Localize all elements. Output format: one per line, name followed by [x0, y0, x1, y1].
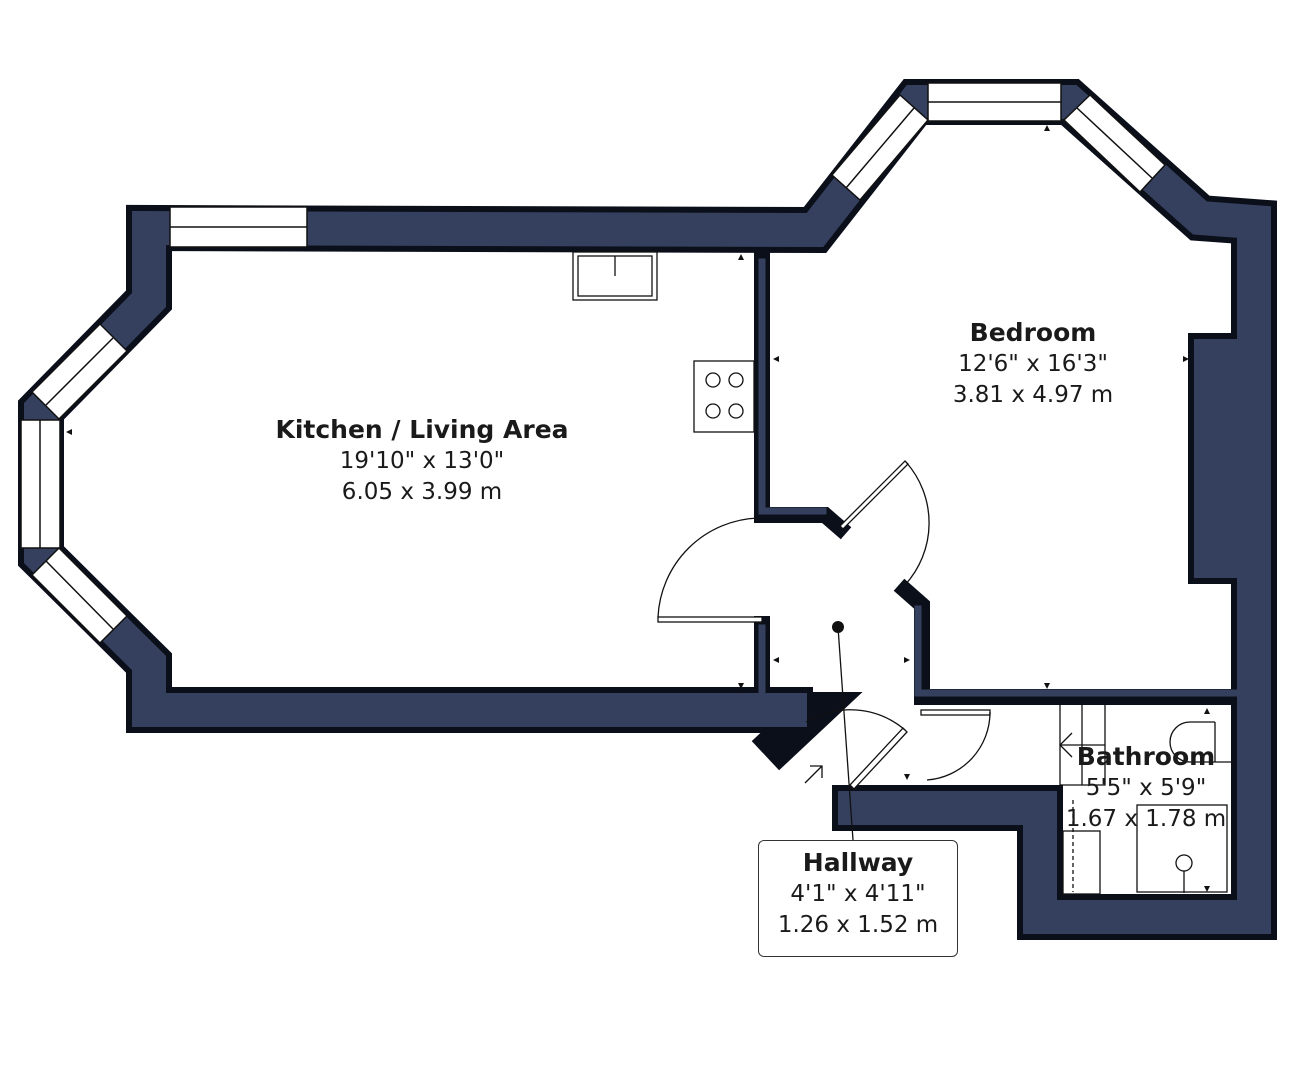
room-imperial: 5'5" x 5'9"	[1085, 775, 1207, 801]
room-metric: 1.26 x 1.52 m	[777, 912, 939, 938]
room-name: Bedroom	[969, 318, 1097, 347]
room-name: Kitchen / Living Area	[275, 415, 569, 444]
kitchen-door[interactable]	[657, 517, 763, 623]
room-label-kitchen: Kitchen / Living Area 19'10" x 13'0" 6.0…	[275, 414, 568, 508]
room-metric: 6.05 x 3.99 m	[341, 479, 503, 505]
hallway-label-pointer	[832, 621, 854, 841]
window-bedroom-bay-right	[1062, 93, 1167, 194]
room-name: Bathroom	[1076, 742, 1216, 771]
bedroom-door[interactable]	[839, 460, 930, 586]
room-label-bedroom: Bedroom 12'6" x 16'3" 3.81 x 4.97 m	[953, 317, 1113, 411]
bathroom-door[interactable]	[920, 709, 991, 781]
room-imperial: 12'6" x 16'3"	[958, 351, 1108, 377]
room-label-hallway: Hallway 4'1" x 4'11" 1.26 x 1.52 m	[758, 840, 958, 957]
window-bedroom-top	[927, 82, 1062, 122]
window-kitchen-bay-left	[20, 419, 61, 549]
kitchen-sink	[572, 251, 658, 301]
entrance-arrow-icon	[804, 765, 823, 784]
window-kitchen-bay-upper	[30, 322, 129, 421]
window-bedroom-bay-left	[830, 93, 930, 202]
bathroom-fixtures	[1059, 705, 1233, 895]
window-kitchen-bay-lower	[30, 546, 129, 645]
room-metric: 3.81 x 4.97 m	[952, 382, 1114, 408]
kitchen-bedroom-partition-wall	[754, 250, 852, 540]
measurement-markers	[66, 125, 1210, 892]
window-kitchen-top	[169, 206, 308, 248]
bedroom-hallway-partition-wall	[893, 578, 1248, 705]
room-imperial: 19'10" x 13'0"	[339, 448, 505, 474]
room-name: Hallway	[802, 848, 914, 877]
room-label-bathroom: Bathroom 5'5" x 5'9" 1.67 x 1.78 m	[1066, 741, 1226, 835]
entrance-door[interactable]	[805, 709, 908, 790]
hob	[693, 360, 755, 433]
room-imperial: 4'1" x 4'11"	[790, 881, 926, 907]
room-metric: 1.67 x 1.78 m	[1065, 806, 1227, 832]
